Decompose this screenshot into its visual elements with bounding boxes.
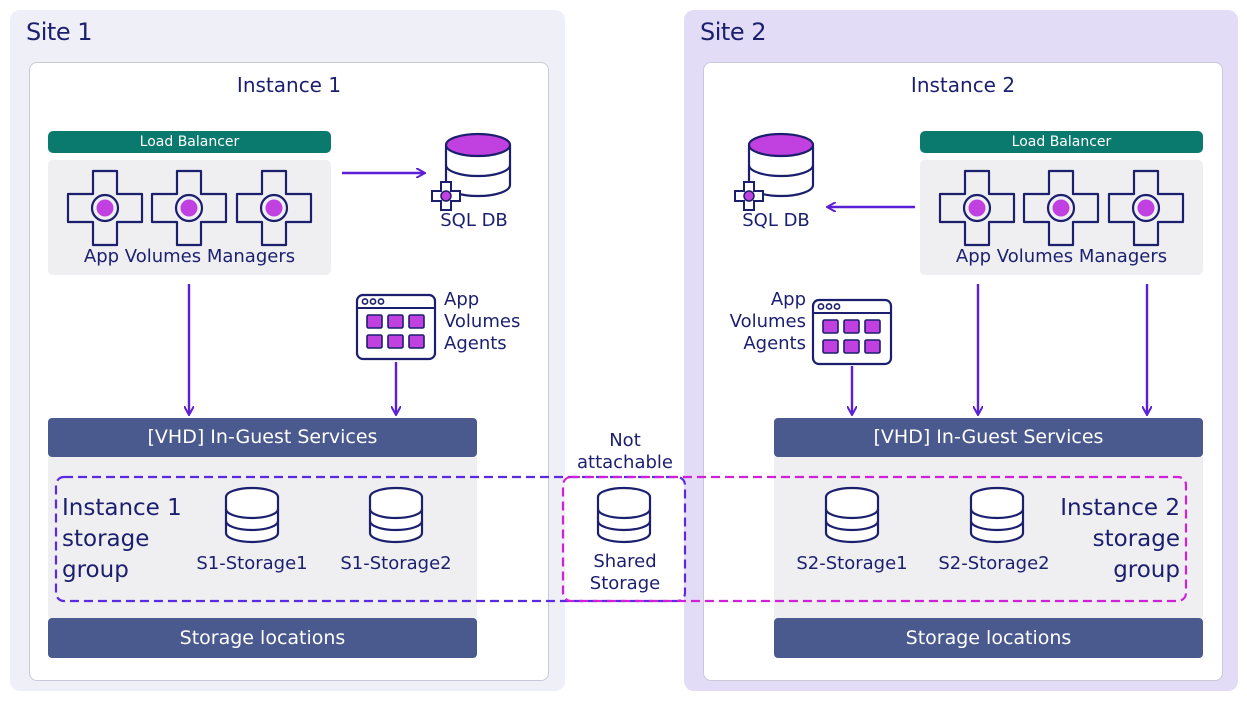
managers-label-2: App Volumes Managers — [955, 246, 1168, 267]
managers-label-1: App Volumes Managers — [83, 246, 296, 267]
storage-label-s2-1: S2-Storage1 — [796, 553, 908, 574]
agents-label-2: App Volumes Agents — [706, 289, 806, 355]
services-bar-2: [VHD] In-Guest Services — [774, 418, 1203, 457]
instance-2-storage-group-outline — [561, 475, 1188, 603]
agents-label-2-line1: App — [770, 289, 806, 310]
manager-server-icon — [938, 169, 1016, 247]
storage-locations-bar-1: Storage locations — [48, 618, 477, 658]
storage-group-1-line1: Instance 1 — [62, 495, 182, 521]
agents-label-1-line3: Agents — [444, 333, 507, 354]
manager-server-icon — [150, 169, 228, 247]
instance-1-storage-group-outline — [54, 475, 687, 603]
storage-database-icon — [224, 486, 280, 544]
storage-database-icon — [824, 486, 880, 544]
storage-label-s1-1: S1-Storage1 — [196, 553, 308, 574]
not-attachable-line2: attachable — [576, 452, 673, 473]
storage-label-s1-2: S1-Storage2 — [340, 553, 452, 574]
site-1-title: Site 1 — [26, 18, 92, 46]
storage-group-1-line2: storage — [62, 526, 150, 552]
load-balancer-1: Load Balancer — [48, 131, 331, 153]
instance-1-title: Instance 1 — [236, 73, 342, 97]
agents-label-1-line1: App — [444, 289, 480, 310]
storage-database-icon — [969, 486, 1025, 544]
shared-storage-line1: Shared — [593, 551, 657, 572]
agents-label-2-line2: Volumes — [729, 311, 806, 332]
connection-arrows — [189, 173, 1147, 414]
manager-server-icon — [1107, 169, 1185, 247]
storage-group-1-line3: group — [62, 557, 129, 583]
storage-database-icon — [596, 486, 652, 544]
storage-label-s2-2: S2-Storage2 — [938, 553, 1050, 574]
storage-group-2-line1: Instance 2 — [1060, 495, 1180, 521]
load-balancer-2: Load Balancer — [920, 131, 1203, 153]
storage-group-label-1: Instance 1 storage group — [62, 493, 182, 586]
site-2-title: Site 2 — [700, 18, 766, 46]
not-attachable-label: Not attachable — [570, 430, 680, 474]
shared-storage-line2: Storage — [589, 573, 661, 594]
storage-locations-bar-2: Storage locations — [774, 618, 1203, 658]
storage-database-icon — [368, 486, 424, 544]
sql-db-label-2: SQL DB — [742, 210, 810, 231]
storage-group-2-line2: storage — [1092, 526, 1180, 552]
agents-label-1-line2: Volumes — [444, 311, 521, 332]
app-agent-window-icon — [811, 298, 893, 366]
app-agent-window-icon — [355, 293, 437, 361]
manager-server-icon — [1022, 169, 1100, 247]
instance-2-title: Instance 2 — [910, 73, 1016, 97]
sql-database-icon — [734, 132, 815, 211]
agents-label-1: App Volumes Agents — [444, 289, 520, 355]
agents-label-2-line3: Agents — [743, 333, 806, 354]
sql-database-icon — [431, 132, 512, 211]
services-bar-1: [VHD] In-Guest Services — [48, 418, 477, 457]
manager-server-icon — [235, 169, 313, 247]
sql-db-label-1: SQL DB — [440, 210, 508, 231]
storage-group-label-2: Instance 2 storage group — [1040, 493, 1180, 586]
not-attachable-line1: Not — [609, 430, 641, 451]
shared-storage-label: Shared Storage — [570, 551, 680, 595]
storage-group-2-line3: group — [1113, 557, 1180, 583]
manager-server-icon — [66, 169, 144, 247]
